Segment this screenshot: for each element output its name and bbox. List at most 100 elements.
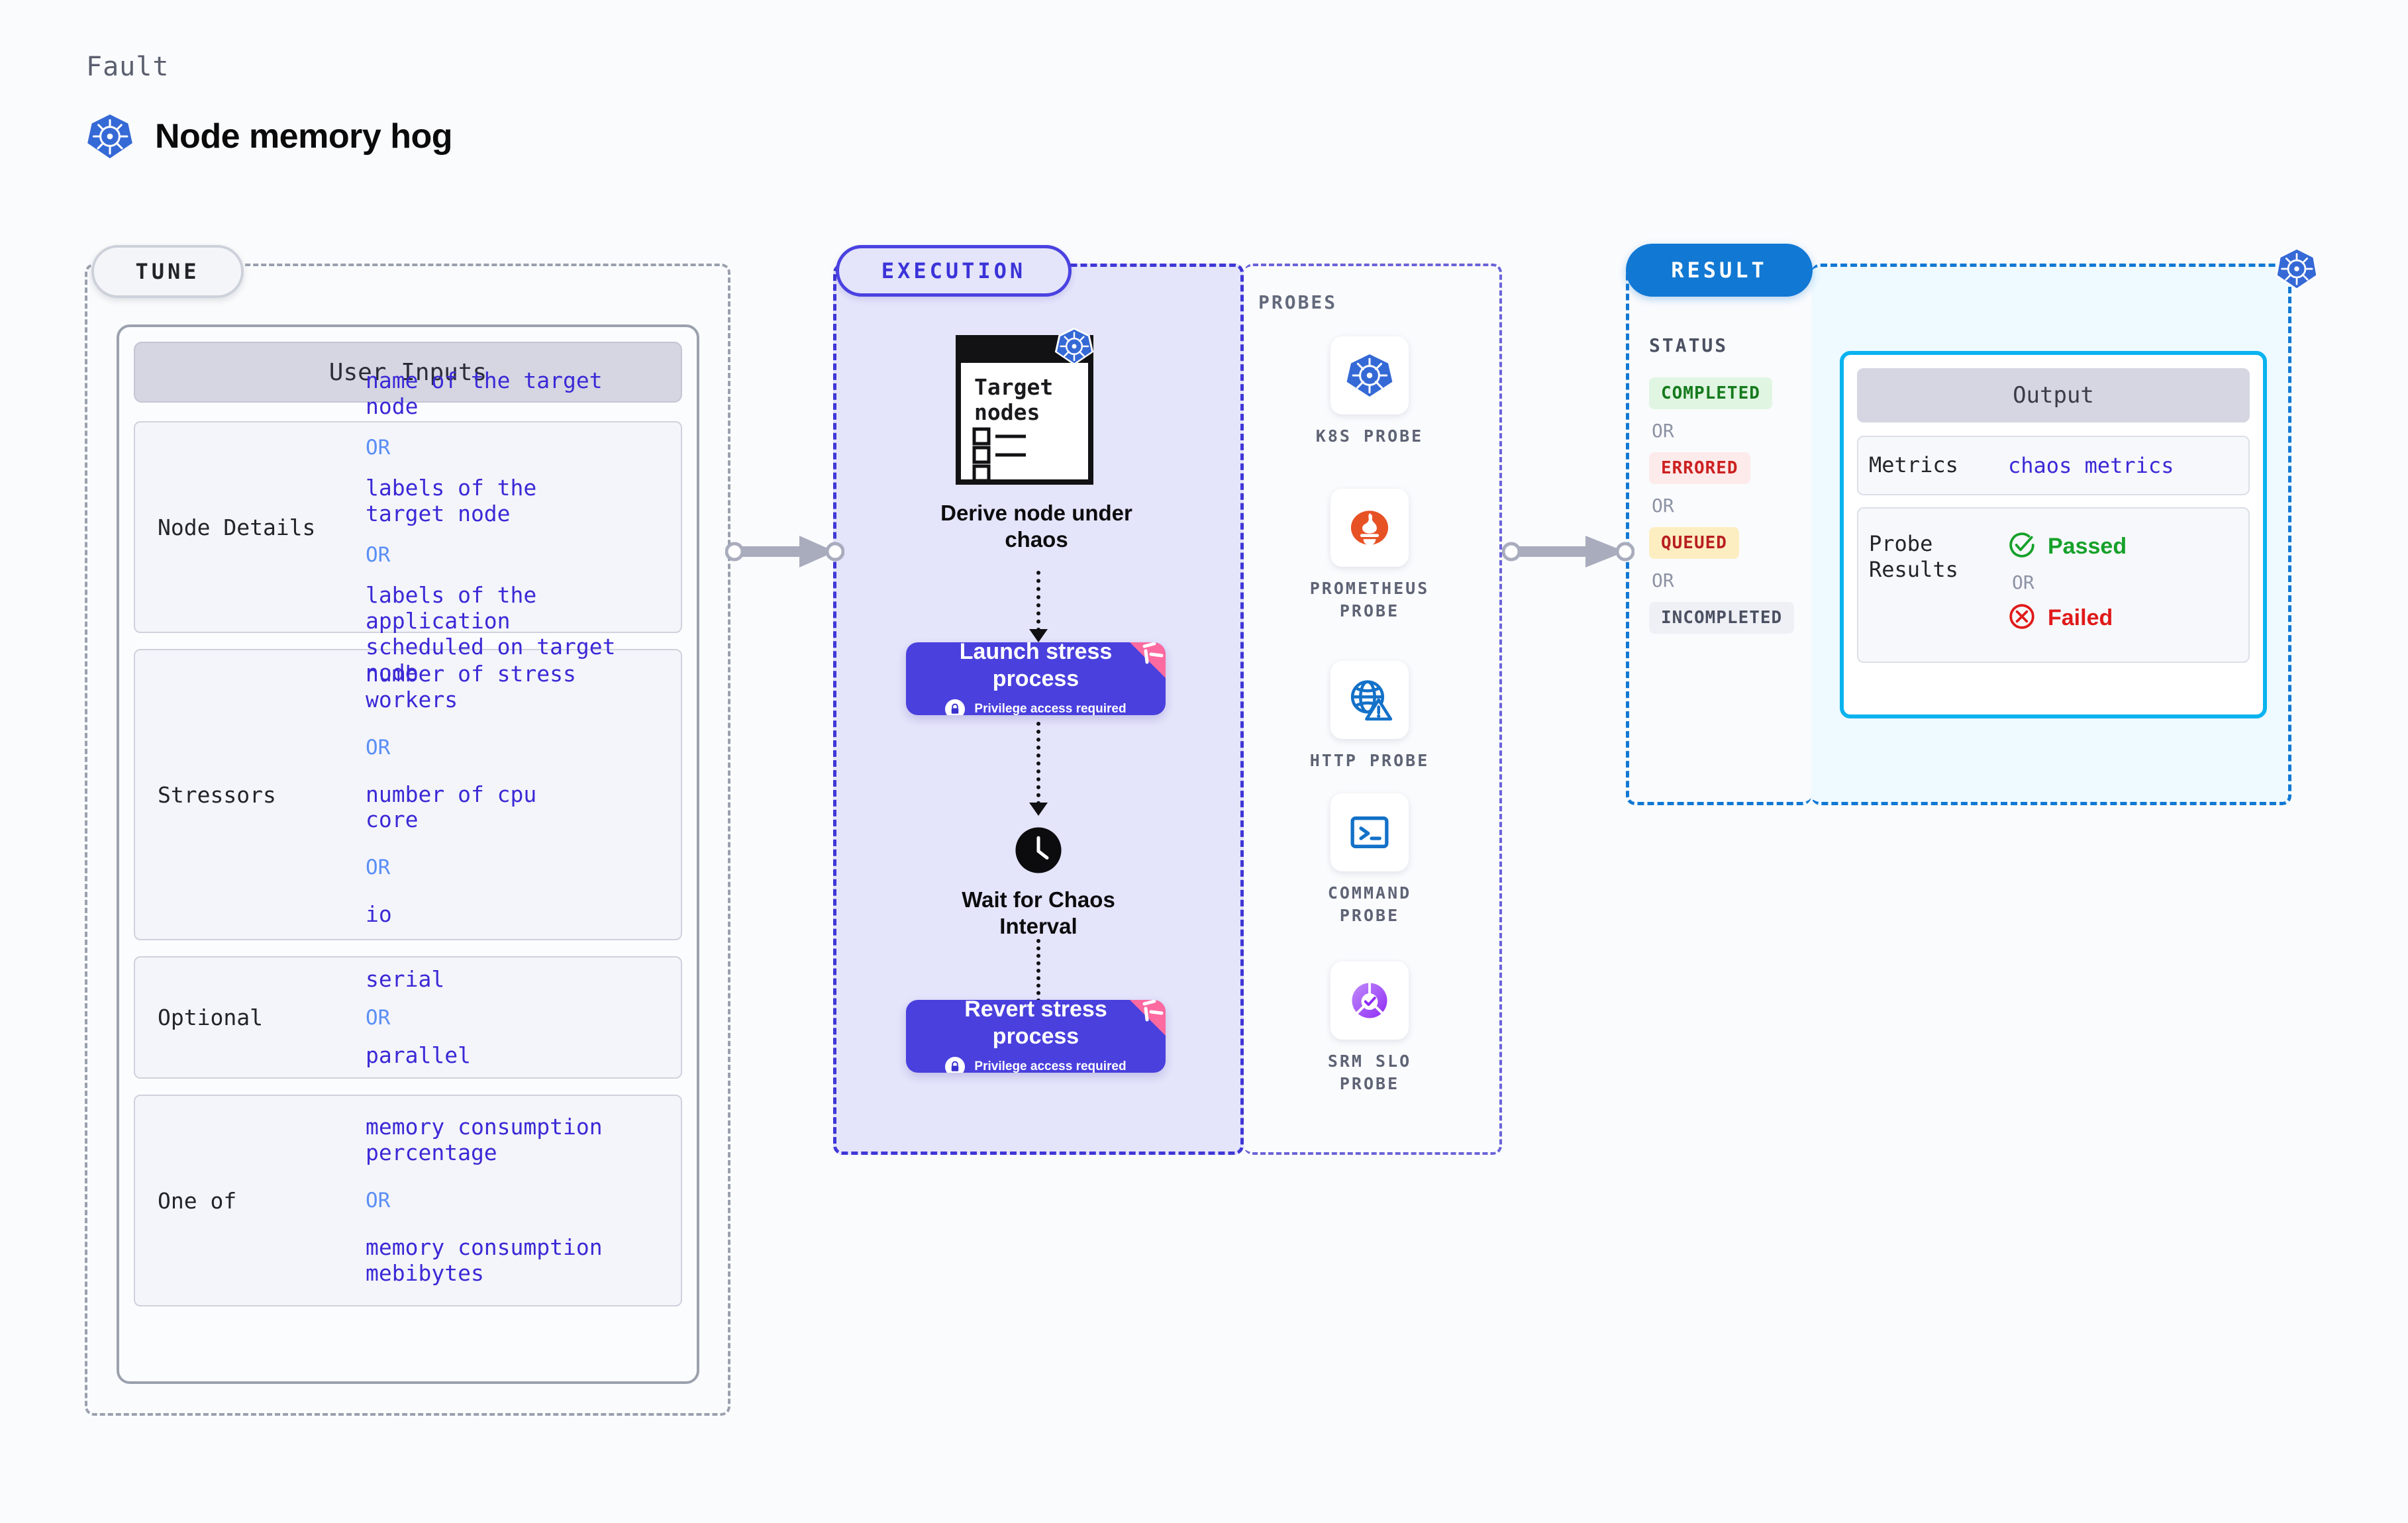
- probe-label: COMMAND PROBE: [1327, 883, 1412, 925]
- execution-step-wait-interval: Wait for Chaos Interval: [929, 826, 1148, 940]
- connector-tune-to-execution: [725, 533, 845, 570]
- input-value: io: [366, 901, 392, 928]
- target-nodes-checklist-icon: Target nodes: [954, 327, 1119, 491]
- probe-item-prometheus[interactable]: PROMETHEUS PROBE: [1270, 489, 1469, 622]
- probe-result-passed: Passed: [2008, 531, 2127, 562]
- input-group-optional: Optional serial OR parallel: [134, 956, 682, 1079]
- output-row-value: chaos metrics: [2008, 453, 2174, 478]
- chaos-ribbon-icon: [1125, 1000, 1166, 1036]
- execution-step-launch-stress[interactable]: Launch stress process Privilege access r…: [906, 642, 1166, 715]
- globe-warning-icon: [1330, 661, 1409, 739]
- status-badge-list: COMPLETED OR ERRORED OR QUEUED OR INCOMP…: [1649, 377, 1801, 634]
- flow-arrow-1: [1029, 571, 1048, 642]
- input-value: labels of the target node: [366, 475, 537, 527]
- probe-label: SRM SLO PROBE: [1327, 1052, 1412, 1093]
- result-phase-pill[interactable]: RESULT: [1626, 244, 1813, 297]
- probe-label: K8S PROBE: [1315, 426, 1424, 446]
- status-badge: COMPLETED: [1649, 377, 1772, 409]
- kubernetes-icon: [2274, 246, 2319, 291]
- execution-step-caption: Derive node under chaos: [940, 501, 1132, 552]
- probe-result-label: Failed: [2048, 605, 2113, 630]
- input-value: labels of the application scheduled on t…: [366, 582, 616, 685]
- srm-slo-icon: [1330, 961, 1409, 1040]
- user-inputs-card: User Inputs Node Details name of the tar…: [117, 324, 699, 1384]
- execution-phase-pill[interactable]: EXECUTION: [836, 245, 1072, 297]
- output-card-title: Output: [1857, 368, 2250, 422]
- probe-label: HTTP PROBE: [1309, 751, 1430, 770]
- kubernetes-icon: [1330, 336, 1409, 415]
- tune-phase-pill[interactable]: TUNE: [91, 245, 244, 298]
- input-or-separator: OR: [366, 543, 391, 567]
- action-card-subtitle-row: Privilege access required: [945, 1056, 1127, 1073]
- input-group-label: Optional: [158, 1005, 263, 1030]
- lock-icon: [945, 699, 966, 715]
- status-badge: INCOMPLETED: [1649, 602, 1795, 634]
- kubernetes-icon: [86, 113, 134, 160]
- status-or-separator: OR: [1652, 569, 1674, 591]
- output-row-label: Probe Results: [1869, 531, 1958, 583]
- lock-icon: [945, 1056, 966, 1073]
- input-value: memory consumption percentage: [366, 1114, 603, 1166]
- page-title: Node memory hog: [155, 117, 453, 156]
- input-group-label: Stressors: [158, 781, 276, 808]
- input-value: memory consumption mebibytes: [366, 1234, 603, 1286]
- execution-step-caption: Wait for Chaos Interval: [962, 887, 1115, 939]
- output-row-label: Metrics: [1869, 452, 1958, 478]
- input-or-separator: OR: [366, 1005, 391, 1030]
- probe-item-srm-slo[interactable]: SRM SLO PROBE: [1270, 961, 1469, 1095]
- kubernetes-icon: [1054, 326, 1095, 367]
- check-circle-icon: [2008, 531, 2036, 562]
- chaos-ribbon-icon: [1125, 642, 1166, 678]
- input-or-separator: OR: [366, 735, 391, 760]
- svg-text:Target: Target: [974, 374, 1053, 400]
- probe-item-http[interactable]: HTTP PROBE: [1270, 661, 1469, 772]
- probe-result-or-separator: OR: [2012, 571, 2034, 593]
- clock-icon: [1015, 826, 1062, 877]
- input-value: serial: [366, 965, 445, 992]
- fault-kicker-label: Fault: [86, 52, 170, 82]
- probe-item-k8s[interactable]: K8S PROBE: [1270, 336, 1469, 448]
- execution-step-derive-node: Target nodes: [927, 327, 1146, 554]
- svg-text:nodes: nodes: [974, 399, 1040, 425]
- connector-execution-to-result: [1501, 533, 1635, 570]
- probes-section-label: PROBES: [1258, 291, 1338, 313]
- input-group-one-of: One of memory consumption percentage OR …: [134, 1095, 682, 1306]
- input-group-label: Node Details: [158, 514, 316, 540]
- input-or-separator: OR: [366, 1189, 391, 1212]
- input-value: number of stress workers: [366, 660, 576, 712]
- input-value: parallel: [366, 1042, 471, 1068]
- probe-result-label: Passed: [2048, 534, 2127, 559]
- input-value: name of the target node: [366, 368, 603, 420]
- output-card: Output Metrics chaos metrics Probe Resul…: [1840, 351, 2267, 718]
- probe-label: PROMETHEUS PROBE: [1309, 579, 1430, 620]
- input-group-label: One of: [158, 1187, 237, 1214]
- input-value: number of cpu core: [366, 781, 537, 833]
- output-row-probe-results: Probe Results Passed OR: [1857, 507, 2250, 663]
- input-group-node-details: Node Details name of the target node OR …: [134, 368, 682, 685]
- status-or-separator: OR: [1652, 495, 1674, 516]
- probe-item-command[interactable]: COMMAND PROBE: [1270, 793, 1469, 927]
- status-or-separator: OR: [1652, 420, 1674, 442]
- action-card-title: Revert stress process: [964, 1000, 1107, 1049]
- action-card-subtitle: Privilege access required: [974, 701, 1127, 715]
- input-or-separator: OR: [366, 856, 391, 880]
- prometheus-icon: [1330, 489, 1409, 567]
- output-row-metrics: Metrics chaos metrics: [1857, 436, 2250, 495]
- flow-arrow-2: [1029, 722, 1048, 816]
- probe-result-failed: Failed: [2008, 603, 2127, 634]
- x-circle-icon: [2008, 603, 2036, 634]
- status-badge: ERRORED: [1649, 452, 1750, 484]
- status-section-label: STATUS: [1649, 334, 1729, 356]
- action-card-title: Launch stress process: [959, 642, 1113, 691]
- terminal-icon: [1330, 793, 1409, 871]
- fault-title-row: Node memory hog: [86, 113, 453, 160]
- status-badge: QUEUED: [1649, 527, 1739, 559]
- input-group-stressors: Stressors number of stress workers OR nu…: [134, 649, 682, 940]
- action-card-subtitle-row: Privilege access required: [945, 699, 1127, 715]
- probe-result-list: Passed OR Failed: [2008, 531, 2127, 634]
- user-inputs-title: User Inputs: [134, 342, 682, 403]
- execution-step-revert-stress[interactable]: Revert stress process Privilege access r…: [906, 1000, 1166, 1073]
- action-card-subtitle: Privilege access required: [974, 1059, 1127, 1073]
- input-or-separator: OR: [366, 436, 391, 460]
- tune-phase-container: [85, 264, 730, 1416]
